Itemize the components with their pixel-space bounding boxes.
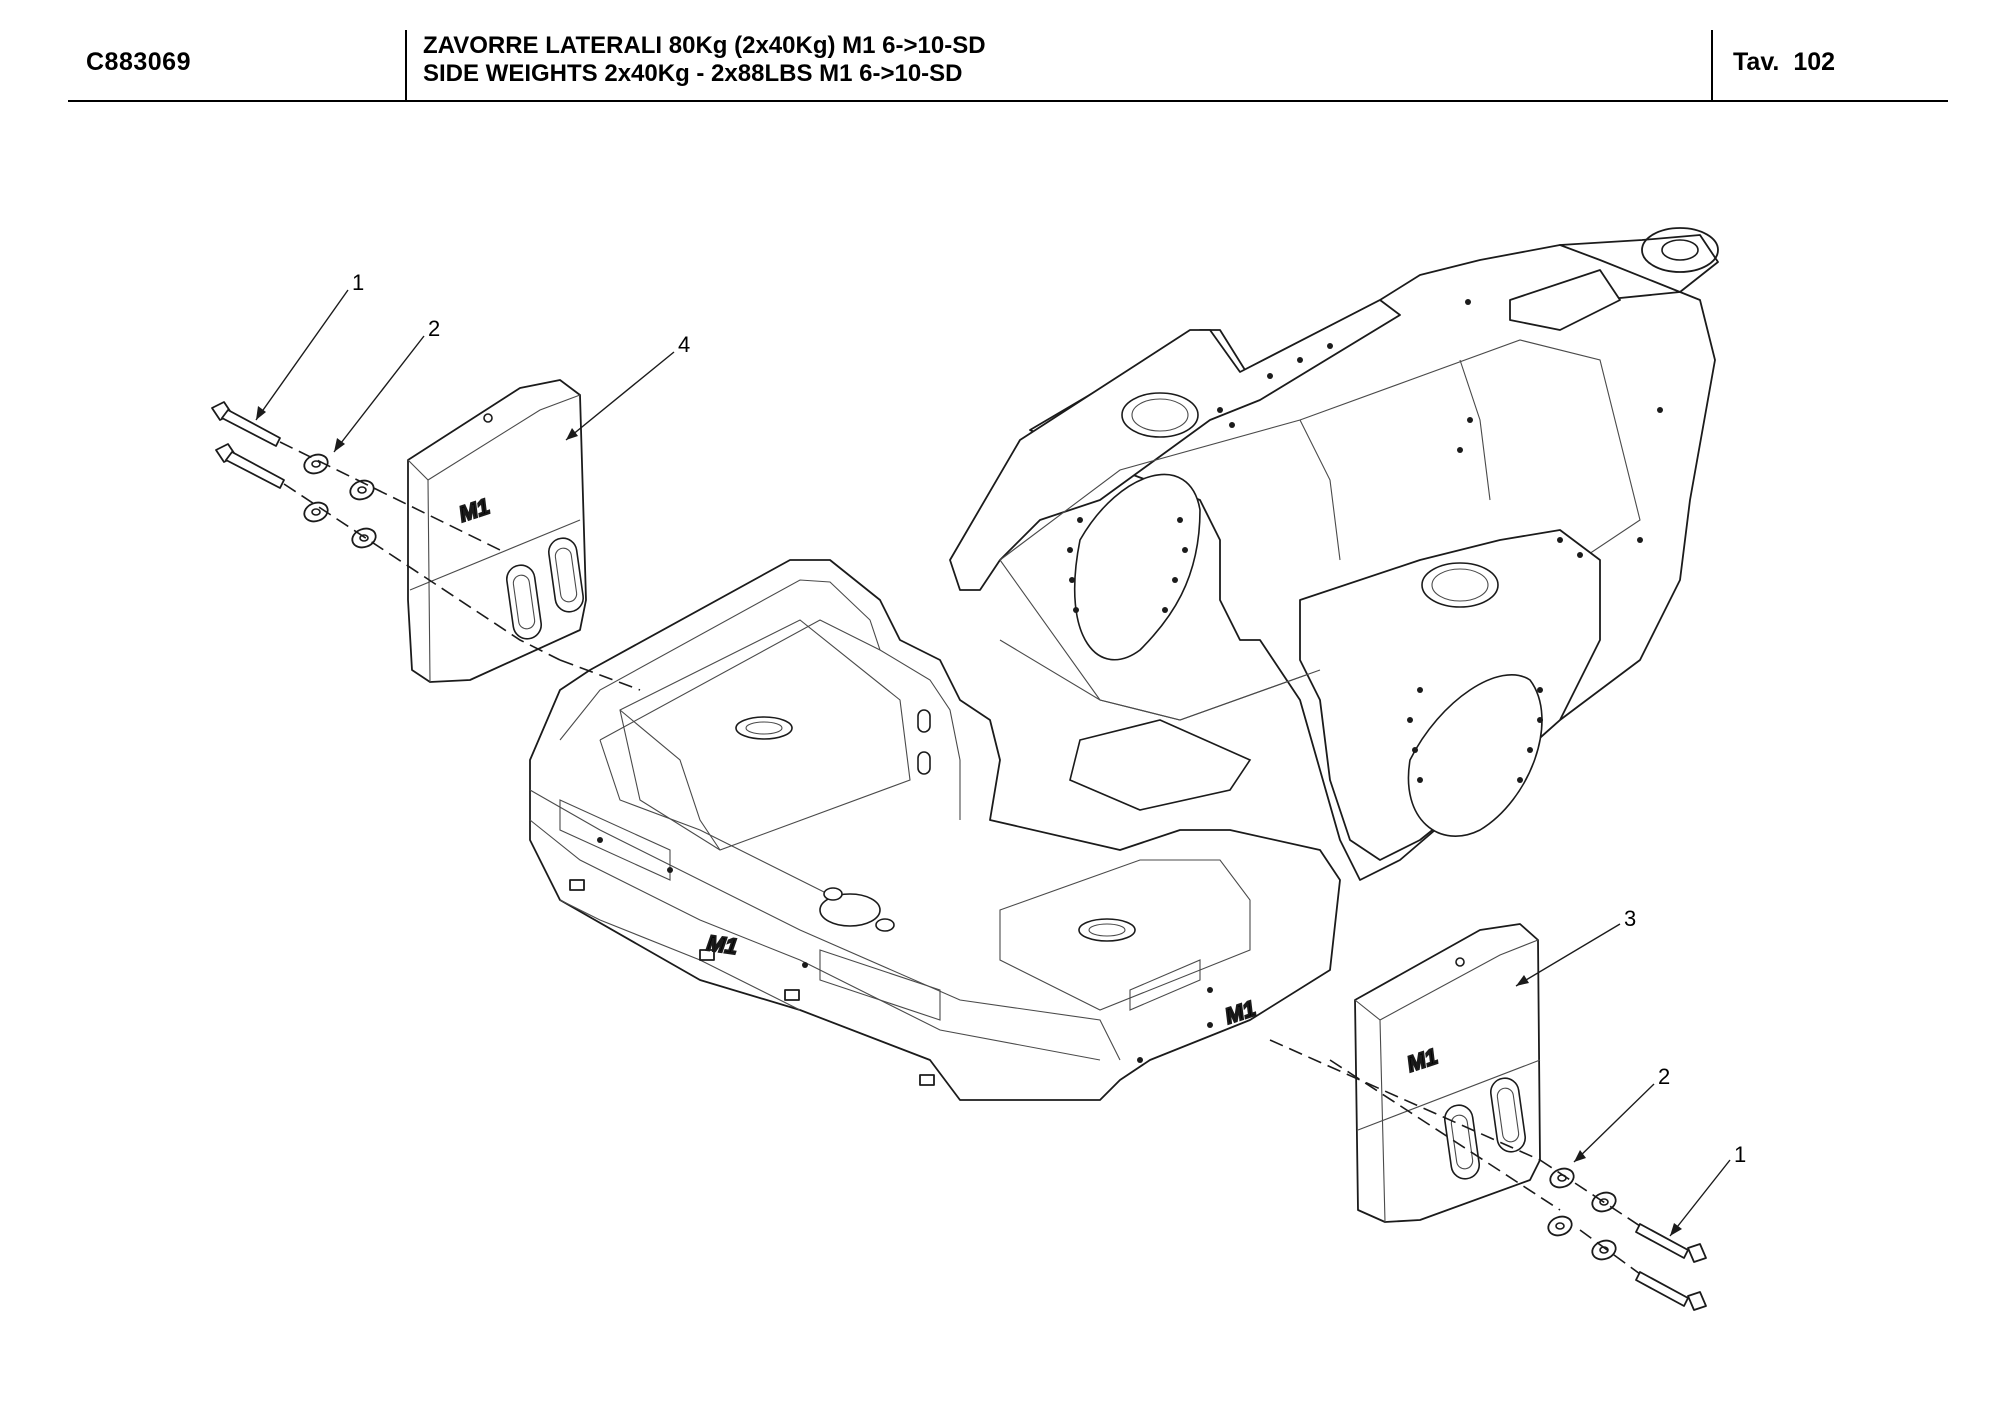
top-fasteners (211, 401, 641, 691)
table-label: Tav. (1733, 48, 1780, 76)
title-divider-right (1711, 30, 1713, 100)
bottom-fasteners (1269, 1039, 1707, 1311)
callout-1-bottom-label: 1 (1734, 1142, 1746, 1167)
front-weight-block: M1 M1 (529, 559, 1341, 1101)
table-number: 102 (1793, 48, 1836, 76)
callout-1-bottom: 1 (1669, 1142, 1746, 1237)
header-rule (68, 100, 1948, 102)
drawing-code: C883069 (86, 48, 191, 76)
callout-1-top: 1 (255, 270, 364, 421)
left-side-weight: M1 (407, 379, 587, 683)
top-bolt-lower (215, 443, 285, 489)
top-bolt-upper (211, 401, 281, 447)
bottom-bolt-lower (1635, 1271, 1707, 1311)
title-italian: ZAVORRE LATERALI 80Kg (2x40Kg) M1 6->10-… (423, 32, 986, 59)
frame-bolt-holes (1067, 299, 1663, 783)
callout-2-bottom-label: 2 (1658, 1064, 1670, 1089)
bottom-washers (1547, 1167, 1617, 1261)
chassis-frame (949, 227, 1719, 881)
title-english: SIDE WEIGHTS 2x40Kg - 2x88LBS M1 6->10-S… (423, 60, 963, 87)
top-washers (303, 453, 377, 549)
bottom-bolt-upper (1635, 1223, 1707, 1263)
table-ref: Tav. 102 (1733, 48, 1835, 77)
callout-3-label: 3 (1624, 906, 1636, 931)
title-block: C883069 ZAVORRE LATERALI 80Kg (2x40Kg) M… (0, 0, 2000, 110)
callout-4-label: 4 (678, 332, 690, 357)
front-logo: M1 (705, 930, 739, 959)
callout-1-top-label: 1 (352, 270, 364, 295)
callout-2-top-label: 2 (428, 316, 440, 341)
right-side-weight: M1 (1354, 923, 1541, 1223)
callout-4: 4 (565, 332, 690, 441)
callout-2-top: 2 (333, 316, 440, 453)
callouts: 1 2 4 3 2 1 (255, 270, 1746, 1237)
title-divider-left (405, 30, 407, 100)
callout-2-bottom: 2 (1573, 1064, 1670, 1163)
callout-3: 3 (1515, 906, 1636, 987)
